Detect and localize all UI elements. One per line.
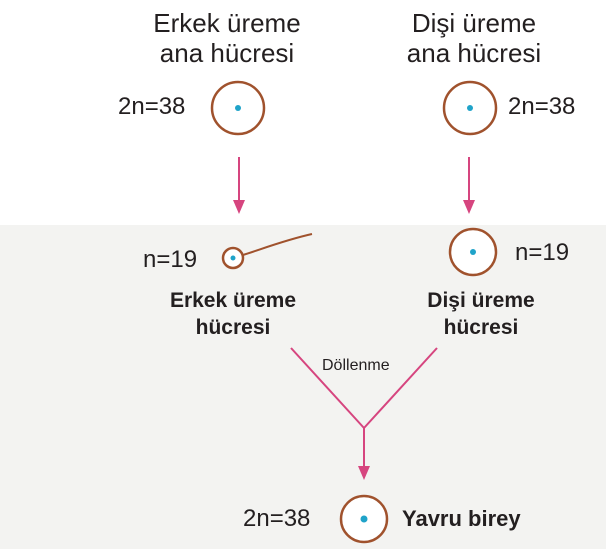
female-meiosis-arrow [463,157,475,214]
offspring-nucleus [360,515,368,523]
offspring-label: Yavru birey [402,506,521,531]
male-parent-chromosome-count: 2n=38 [118,93,186,120]
female-parent-chromosome-count: 2n=38 [508,93,576,120]
female-gamete-chromosome-count: n=19 [515,239,570,266]
fertilization-arrows [290,347,438,480]
female-parent-nucleus [467,105,473,111]
offspring-chromosome-count: 2n=38 [243,505,311,532]
male-parent-nucleus [235,105,241,111]
male-gamete-label-line1: Erkek üreme [169,289,297,312]
egg-nucleus [470,249,476,255]
male-parent-title-line1: Erkek üreme [153,8,301,38]
female-gamete-label-line1: Dişi üreme [427,289,535,312]
female-parent-title-line1: Dişi üreme [411,8,537,38]
background-wash [0,225,606,549]
male-gamete-label-line2: hücresi [195,316,271,339]
female-parent-title-line2: ana hücresi [406,38,542,68]
sperm-cell [221,233,313,270]
male-parent-title-line2: ana hücresi [159,38,295,68]
female-gamete-label-line2: hücresi [443,316,519,339]
male-gamete-chromosome-count: n=19 [143,246,198,273]
sperm-tail [242,233,313,256]
male-meiosis-arrow [233,157,245,214]
fertilization-label: Döllenme [322,357,390,374]
